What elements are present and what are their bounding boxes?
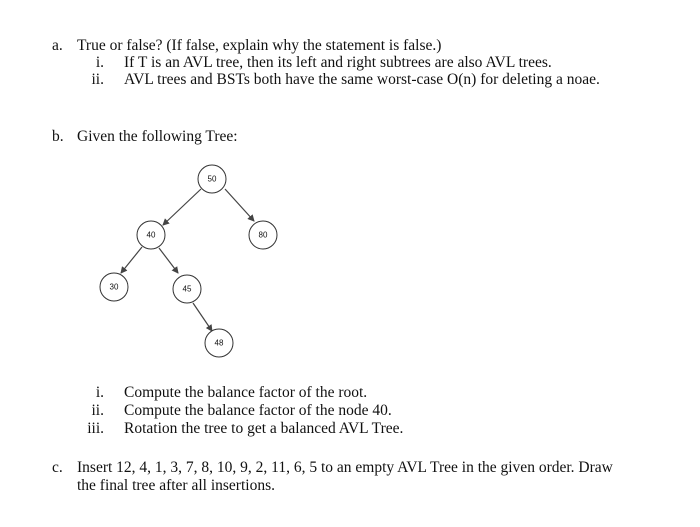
tree-node-80: 80 (248, 220, 278, 250)
tree-node-50: 50 (197, 164, 227, 194)
tree-node-label: 45 (183, 285, 192, 294)
section-b-item-2-text: Compute the balance factor of the node 4… (124, 402, 392, 419)
tree-node-label: 30 (110, 283, 119, 292)
section-a-item-2-text: AVL trees and BSTs both have the same wo… (124, 71, 600, 88)
section-b-marker: b. (52, 128, 64, 145)
section-a-marker: a. (52, 37, 63, 54)
section-b-question: Given the following Tree: (77, 128, 238, 145)
section-b-item-1-text: Compute the balance factor of the root. (124, 384, 368, 401)
section-a-item-1-text: If T is an AVL tree, then its left and r… (124, 54, 552, 71)
edge-45-48 (192, 302, 213, 332)
edge-50-40 (162, 188, 202, 226)
tree-node-30: 30 (99, 272, 129, 302)
edge-40-30 (120, 246, 143, 274)
tree-node-48: 48 (204, 328, 234, 358)
section-c-line-1: Insert 12, 4, 1, 3, 7, 8, 10, 9, 2, 11, … (77, 459, 613, 476)
tree-node-45: 45 (172, 274, 202, 304)
tree-node-label: 50 (208, 175, 217, 184)
section-b-item-1-marker: i. (95, 384, 104, 401)
section-b-item-3-text: Rotation the tree to get a balanced AVL … (124, 420, 404, 437)
section-c-line-2: the final tree after all insertions. (77, 477, 275, 494)
section-b-item-2-marker: ii. (91, 402, 105, 419)
section-a-question: True or false? (If false, explain why th… (77, 37, 442, 54)
tree-node-label: 40 (147, 231, 156, 240)
edge-50-80 (224, 188, 255, 222)
section-a-item-2-marker: ii. (91, 71, 105, 88)
tree-node-label: 80 (259, 231, 268, 240)
tree-node-label: 48 (215, 339, 224, 348)
tree-node-40: 40 (136, 220, 166, 250)
section-b-item-3-marker: iii. (87, 420, 104, 437)
edge-40-45 (158, 247, 179, 274)
section-a-item-1-marker: i. (95, 54, 104, 71)
section-c-marker: c. (52, 459, 63, 476)
